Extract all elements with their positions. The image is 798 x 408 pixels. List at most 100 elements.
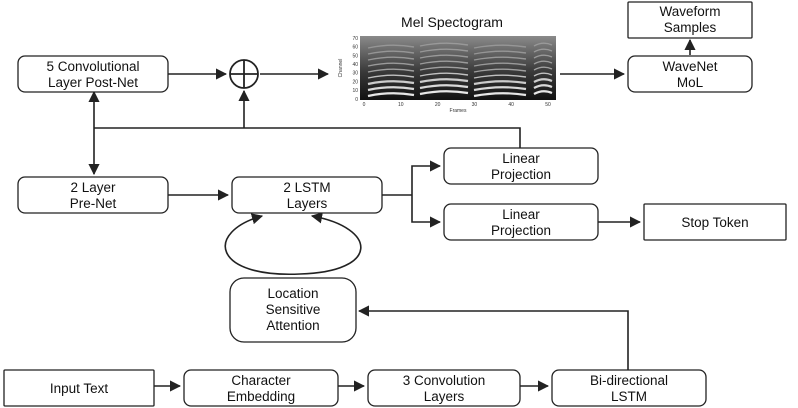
node-conv-layers: 3 Convolution Layers	[367, 369, 521, 407]
node-conv-layers-line2: Layers	[424, 389, 465, 404]
node-lstm-line1: 2 LSTM	[283, 180, 330, 195]
spectrogram-y-tick: 30	[352, 71, 358, 77]
edge-lstm-attention-loop	[224, 212, 362, 275]
spectrogram-harmonic	[419, 66, 469, 71]
spectrogram-y-tick: 0	[355, 97, 358, 103]
node-linear-top-line2: Projection	[491, 167, 551, 182]
node-prenet: 2 Layer Pre-Net	[17, 176, 169, 214]
node-bilstm-line1: Bi-directional	[590, 373, 668, 388]
spectrogram-harmonic	[367, 86, 415, 92]
spectrogram-harmonic	[533, 84, 553, 89]
spectrogram-harmonic	[533, 66, 553, 71]
node-stop-token: Stop Token	[643, 203, 787, 241]
spectrogram-y-tick: 50	[352, 53, 358, 59]
spectrogram-harmonic	[473, 44, 527, 49]
edges	[88, 38, 696, 392]
node-linear-projection-bottom: Linear Projection	[443, 203, 599, 241]
spectrogram-y-tick: 40	[352, 62, 358, 68]
sum-operator	[229, 59, 259, 89]
node-char-embedding-line2: Embedding	[227, 389, 295, 404]
spectrogram-y-tick: 60	[352, 45, 358, 51]
node-linear-projection-top: Linear Projection	[443, 147, 599, 185]
node-char-embedding: Character Embedding	[183, 369, 339, 407]
spectrogram-bands	[367, 42, 553, 98]
spectrogram-harmonic	[367, 80, 415, 86]
spectrogram-harmonic	[473, 80, 527, 86]
spectrogram-harmonic	[419, 60, 469, 65]
node-waveform-samples-line2: Samples	[664, 20, 717, 35]
spectrogram-harmonic	[473, 92, 527, 98]
spectrogram-y-tick: 70	[352, 36, 358, 42]
spectrogram-harmonic	[367, 62, 415, 67]
node-stop-token-label: Stop Token	[681, 215, 748, 230]
spectrogram-harmonic	[533, 60, 553, 65]
spectrogram-harmonic	[367, 50, 415, 55]
spectrogram-harmonic	[533, 72, 553, 77]
node-prenet-line1: 2 Layer	[70, 180, 116, 195]
spectrogram-harmonic	[367, 92, 415, 98]
node-input-text: Input Text	[3, 369, 155, 407]
node-postnet: 5 Convolutional Layer Post-Net	[17, 55, 169, 93]
spectrogram-harmonic	[419, 72, 469, 77]
node-attention-line2: Sensitive	[266, 302, 321, 317]
edge-linear-feedback-bus	[94, 127, 521, 148]
spectrogram-harmonic	[419, 84, 469, 90]
spectrogram-x-tick: 50	[545, 102, 551, 108]
node-postnet-line2: Layer Post-Net	[48, 75, 138, 90]
spectrogram-harmonic	[419, 42, 469, 47]
spectrogram-harmonic	[533, 42, 553, 47]
spectrogram-title: Mel Spectogram	[401, 14, 503, 30]
edge-lstm-to-linear-top	[411, 160, 442, 195]
spectrogram-harmonic	[367, 44, 415, 49]
spectrogram-harmonic	[533, 54, 553, 59]
spectrogram-harmonic	[473, 74, 527, 79]
spectrogram-x-tick: 40	[508, 102, 514, 108]
spectrogram-xlabel: Frames	[450, 108, 467, 114]
spectrogram-harmonic	[419, 78, 469, 84]
spectrogram-harmonic	[473, 50, 527, 55]
node-attention-line3: Attention	[266, 318, 319, 333]
node-waveform-samples-line1: Waveform	[659, 4, 720, 19]
spectrogram-harmonic	[473, 56, 527, 61]
spectrogram-y-tick: 20	[352, 79, 358, 85]
spectrogram-x-tick: 0	[363, 102, 366, 108]
spectrogram-harmonic	[533, 90, 553, 95]
spectrogram-ylabel: Channel	[338, 59, 344, 78]
spectrogram-x-ticks: 0 10 20 30 40 50	[363, 102, 551, 108]
node-bilstm: Bi-directional LSTM	[551, 369, 707, 407]
node-wavenet: WaveNet MoL	[627, 55, 753, 93]
spectrogram-x-tick: 20	[435, 102, 441, 108]
spectrogram-harmonic	[533, 78, 553, 83]
spectrogram-harmonic	[473, 62, 527, 67]
edge-lstm-to-linear-bottom	[411, 195, 442, 228]
node-conv-layers-line1: 3 Convolution	[403, 373, 486, 388]
edge-bilstm-to-attention	[357, 305, 629, 370]
node-postnet-line1: 5 Convolutional	[46, 59, 139, 74]
spectrogram-harmonic	[533, 48, 553, 53]
node-prenet-line2: Pre-Net	[70, 196, 117, 211]
node-lstm: 2 LSTM Layers	[231, 176, 383, 214]
node-linear-bottom-line2: Projection	[491, 223, 551, 238]
node-linear-bottom-line1: Linear	[502, 207, 540, 222]
node-attention: Location Sensitive Attention	[229, 277, 357, 343]
node-linear-top-line1: Linear	[502, 151, 540, 166]
spectrogram-y-tick: 10	[352, 88, 358, 94]
spectrogram-harmonic	[473, 86, 527, 92]
node-bilstm-line2: LSTM	[611, 389, 647, 404]
spectrogram-harmonic	[367, 68, 415, 73]
node-wavenet-line1: WaveNet	[662, 59, 717, 74]
spectrogram-harmonic	[419, 54, 469, 59]
spectrogram-harmonic	[419, 90, 469, 96]
mel-spectrogram: Mel Spectogram 70 60 50 40 30 20 10 0 0 10 20 30 40…	[338, 14, 556, 114]
spectrogram-harmonic	[473, 68, 527, 73]
spectrogram-x-tick: 10	[398, 102, 404, 108]
spectrogram-harmonic	[419, 48, 469, 53]
spectrogram-x-tick: 30	[472, 102, 478, 108]
node-input-text-label: Input Text	[50, 381, 109, 396]
spectrogram-harmonic	[367, 74, 415, 79]
spectrogram-harmonic	[367, 56, 415, 61]
node-lstm-line2: Layers	[287, 196, 328, 211]
node-wavenet-line2: MoL	[677, 75, 704, 90]
spectrogram-y-ticks: 70 60 50 40 30 20 10 0	[352, 36, 358, 103]
